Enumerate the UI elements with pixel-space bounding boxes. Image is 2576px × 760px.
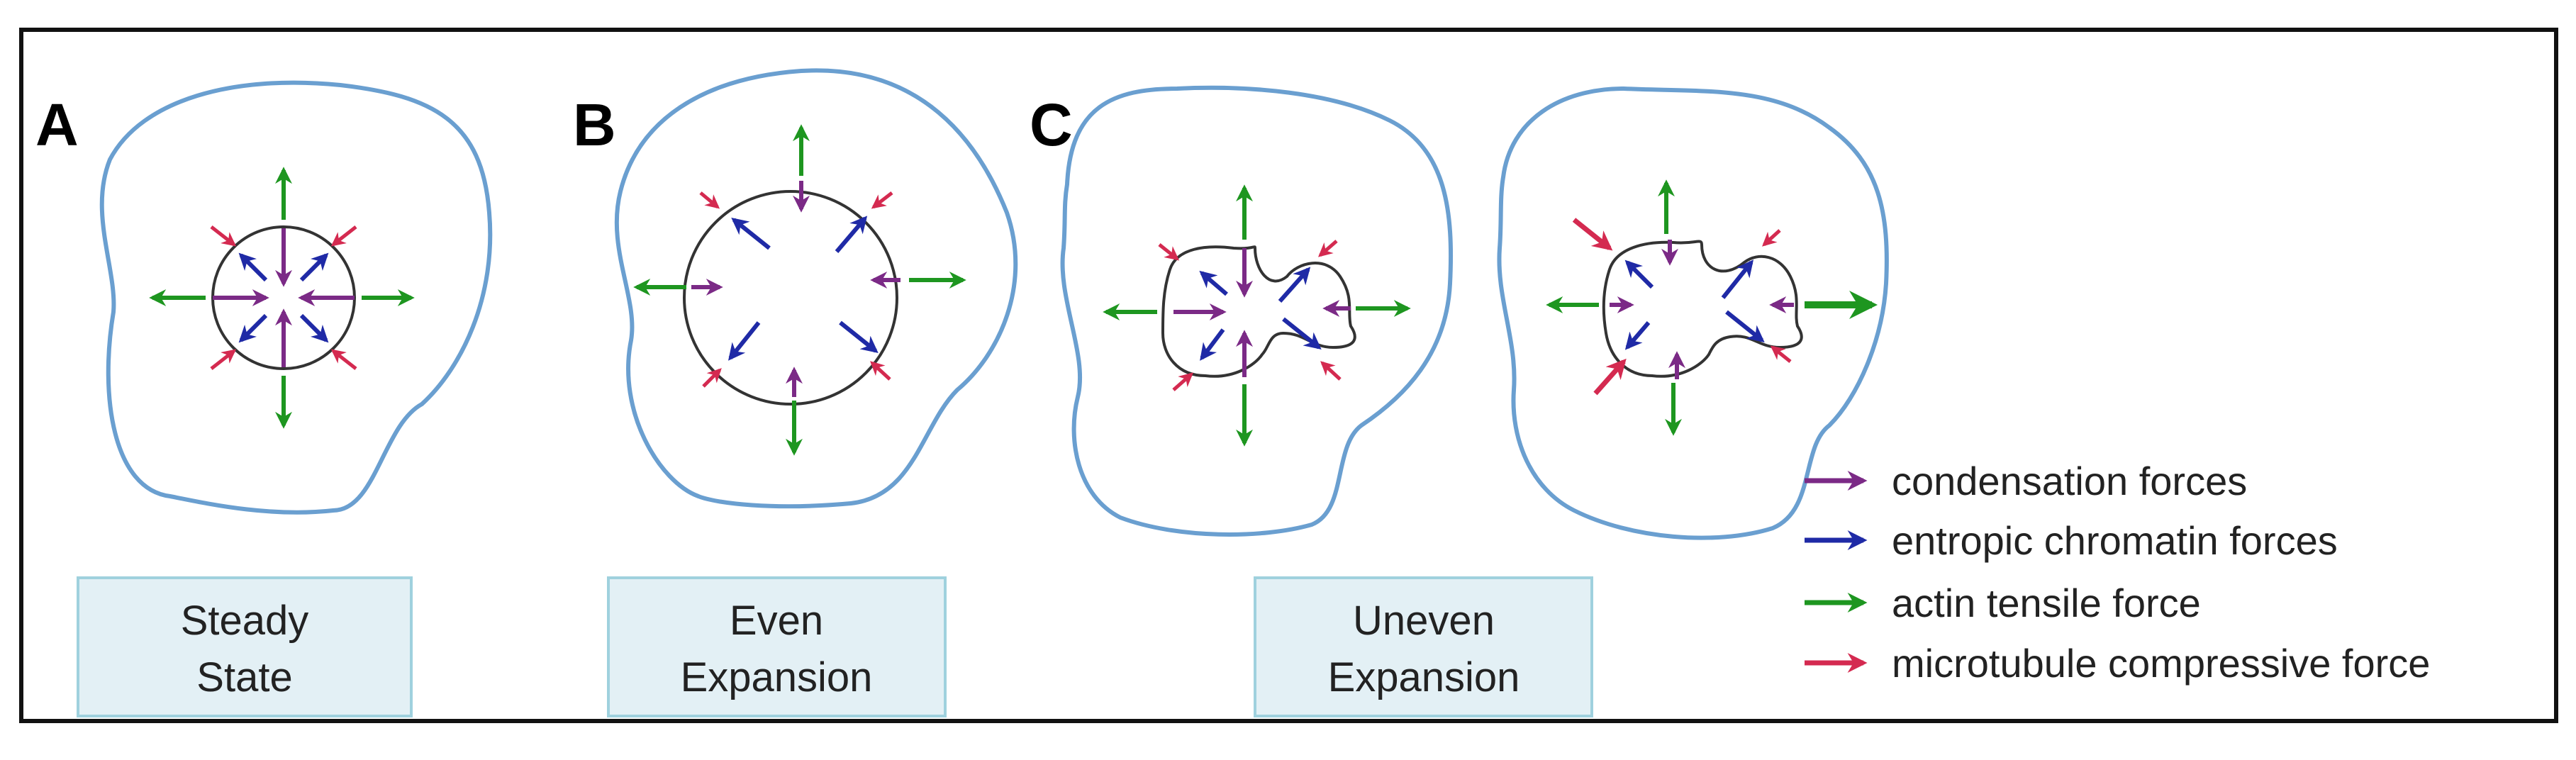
entropic-arrow [1721,259,1753,299]
caption-b-line2: Expansion [681,654,873,700]
microtubule-arrow [702,368,722,388]
panel-letter-c: C [1030,91,1073,158]
caption-a-line1: Steady [181,598,309,644]
entropic-arrow [1278,267,1311,303]
microtubule-arrow [1158,243,1180,261]
cell-outline-a [99,80,493,515]
cell-outline-c1 [1060,85,1454,537]
caption-box-b [607,576,947,717]
caption-c-line2: Expansion [1328,654,1520,700]
microtubule-arrow [330,349,357,370]
cell-outline-c2 [1497,86,1889,540]
legend-label-actin: actin tensile force [1892,581,2201,625]
microtubule-arrow [699,191,720,209]
microtubule-arrow [1317,240,1338,257]
microtubule-arrow [871,191,893,209]
entropic-arrow [1624,259,1654,289]
legend-label-microtubule: microtubule compressive force [1892,641,2430,686]
entropic-arrow [835,216,868,253]
entropic-arrow [1200,328,1225,361]
panel-c2-diagram [1497,86,1889,540]
entropic-arrow [731,218,771,250]
caption-a-line2: State [196,654,292,700]
caption-box-a [77,576,413,717]
microtubule-arrow [870,361,891,381]
caption-box-c [1254,576,1593,717]
panel-b-diagram [614,68,1018,509]
microtubule-arrow [1320,361,1342,381]
microtubule-arrow [330,225,357,247]
entropic-arrow [839,320,879,353]
entropic-arrow [299,252,329,282]
cell-outline-b [614,68,1018,509]
entropic-arrow [1725,310,1765,342]
panel-a-diagram [99,80,493,515]
microtubule-arrow [210,225,237,247]
legend-label-entropic: entropic chromatin forces [1892,518,2338,563]
entropic-arrow [1624,321,1651,350]
microtubule-arrow [1172,372,1194,391]
microtubule-arrow [210,349,237,370]
entropic-arrow [728,321,761,361]
microtubule-arrow [1572,218,1613,251]
microtubule-arrow [1762,229,1781,247]
entropic-arrow [238,313,268,343]
entropic-arrow [299,313,329,343]
microtubule-arrow [1770,345,1792,363]
nucleus-c2 [1602,240,1803,378]
panel-letter-a: A [35,91,79,158]
caption-b-line1: Even [730,598,823,644]
entropic-arrow [1282,317,1322,350]
legend-label-condensation: condensation forces [1892,459,2247,503]
caption-c-line1: Uneven [1353,598,1495,644]
microtubule-arrow [1593,358,1627,396]
panel-c1-diagram [1060,85,1454,537]
figure-frame [19,28,2558,723]
panel-letter-b: B [573,91,616,158]
entropic-arrow [1199,270,1228,296]
legend: condensation forces entropic chromatin f… [1805,459,2430,686]
entropic-arrow [238,252,268,282]
